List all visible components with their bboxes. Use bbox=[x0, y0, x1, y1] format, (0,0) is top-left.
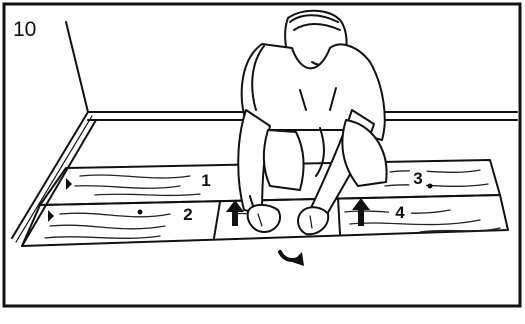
callout-1: 1 bbox=[195, 169, 217, 191]
svg-text:4: 4 bbox=[395, 203, 405, 222]
svg-text:2: 2 bbox=[183, 205, 192, 224]
callout-3: 3 bbox=[407, 167, 429, 189]
callout-4: 4 bbox=[389, 201, 411, 223]
svg-text:1: 1 bbox=[201, 171, 210, 190]
callout-2: 2 bbox=[177, 203, 199, 225]
svg-text:3: 3 bbox=[413, 169, 422, 188]
step-number: 10 bbox=[13, 18, 36, 41]
